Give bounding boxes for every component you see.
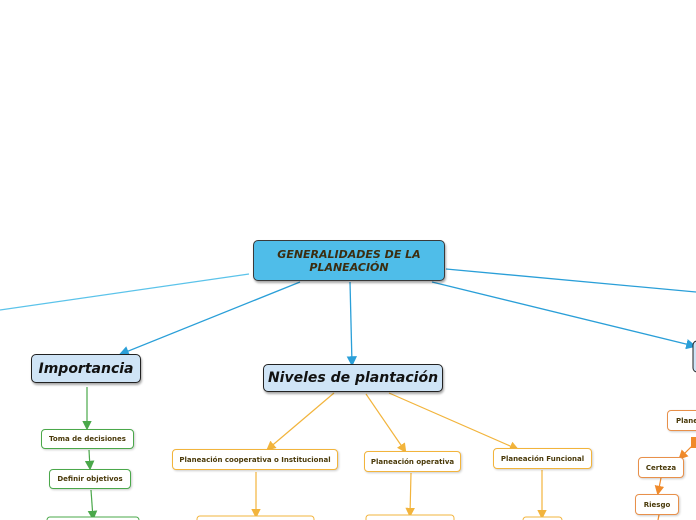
node-plane-partial-label: Plane [676,416,696,425]
node-niveles-label: Niveles de plantación [267,370,439,386]
root-node[interactable]: GENERALIDADES DE LA PLANEACIÓN [253,240,445,281]
node-planeacion-cooperativa-label: Planeación cooperativa o Institucional [179,455,331,464]
node-importancia[interactable]: Importancia [31,354,141,383]
node-partial-green [46,516,140,520]
connector-root-right-1 [431,281,696,350]
node-plane-partial[interactable]: Plane [667,410,696,431]
node-partial-right-main [692,340,696,373]
connector-niveles-operativa [365,393,407,453]
connector-root-importancia [118,281,301,356]
node-planeacion-cooperativa[interactable]: Planeación cooperativa o Institucional [172,449,338,470]
connector-junction [691,437,696,448]
root-title: GENERALIDADES DE LA PLANEACIÓN [277,247,421,274]
node-importancia-label: Importancia [38,360,134,377]
connector-operativa-next [405,472,415,518]
node-certeza-label: Certeza [645,463,677,472]
node-riesgo-label: Riesgo [643,500,671,509]
connector-plane-certeza [678,445,693,460]
connector-definir-next [87,489,98,520]
node-toma-decisiones-label: Toma de decisiones [49,435,126,443]
node-planeacion-funcional[interactable]: Planeación Funcional [493,448,592,469]
node-toma-decisiones[interactable]: Toma de decisiones [41,429,134,449]
node-riesgo[interactable]: Riesgo [635,494,679,515]
node-partial-orange-1 [196,515,315,520]
node-definir-objetivos[interactable]: Definir objetivos [49,469,131,489]
connector-certeza-riesgo [654,477,665,496]
node-planeacion-operativa[interactable]: Planeación operativa [364,451,461,472]
node-planeacion-operativa-label: Planeación operativa [370,457,455,466]
connector-niveles-cooperativa [266,392,335,451]
node-planeacion-funcional-label: Planeación Funcional [500,454,585,463]
connector-root-niveles [346,281,358,367]
node-certeza[interactable]: Certeza [638,457,684,478]
connector-riesgo-next [657,514,660,520]
connector-root-left-offscreen [0,273,250,311]
node-niveles[interactable]: Niveles de plantación [263,364,443,392]
connector-toma-definir [84,449,95,471]
node-partial-orange-3 [522,516,563,520]
connector-niveles-funcional [388,392,520,451]
node-definir-objetivos-label: Definir objetivos [57,475,123,483]
node-partial-orange-2 [365,514,455,520]
connector-root-right-offscreen [445,268,696,293]
